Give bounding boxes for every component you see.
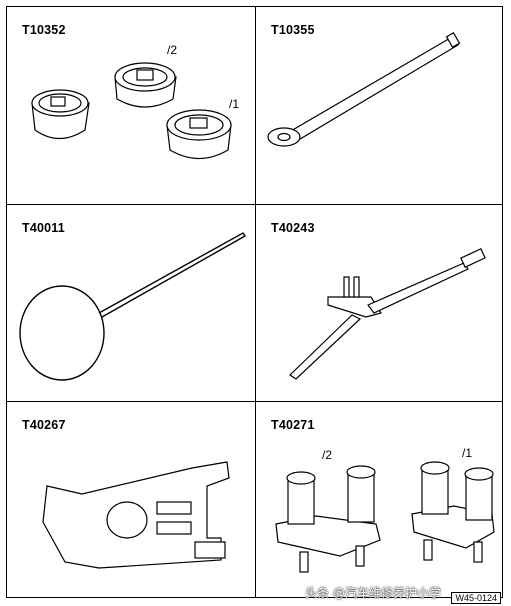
cell-t40243: T40243 — [256, 205, 504, 402]
tool-code: T40243 — [271, 221, 315, 235]
tool-code: T40267 — [22, 418, 66, 432]
camshaft-clamp-drawing — [275, 461, 495, 573]
cell-t10352: T10352 /2 /1 — [7, 7, 255, 204]
figure-number: W45-0124 — [451, 592, 501, 604]
adjustment-rod-drawing — [289, 248, 486, 380]
tool-code: T40271 — [271, 418, 315, 432]
row-divider-2 — [7, 401, 502, 402]
tool-code: T40011 — [22, 221, 65, 235]
cell-t40271: T40271 /2 /1 — [256, 402, 504, 599]
tool-code: T10355 — [271, 23, 315, 37]
row-divider-1 — [7, 204, 502, 205]
cell-t10355: T10355 — [256, 7, 504, 204]
watermark: 头条 @汽车维修养护小学 — [305, 586, 441, 600]
cell-t40011: T40011 — [7, 205, 255, 402]
tool-table: T10352 /2 /1 T10355 — [6, 6, 503, 598]
part-label-2: /2 — [322, 448, 333, 462]
holding-plate-drawing — [42, 461, 230, 569]
part-label-1: /1 — [462, 446, 473, 460]
tool-code: T10352 — [22, 23, 66, 37]
counterholder-drawing — [267, 31, 461, 147]
part-label-1: /1 — [229, 97, 240, 111]
part-label-2: /2 — [167, 43, 178, 57]
cell-t40267: T40267 — [7, 402, 255, 599]
column-divider — [255, 7, 256, 597]
ring-tool-drawing — [19, 232, 247, 381]
socket-set-drawing — [31, 62, 232, 159]
